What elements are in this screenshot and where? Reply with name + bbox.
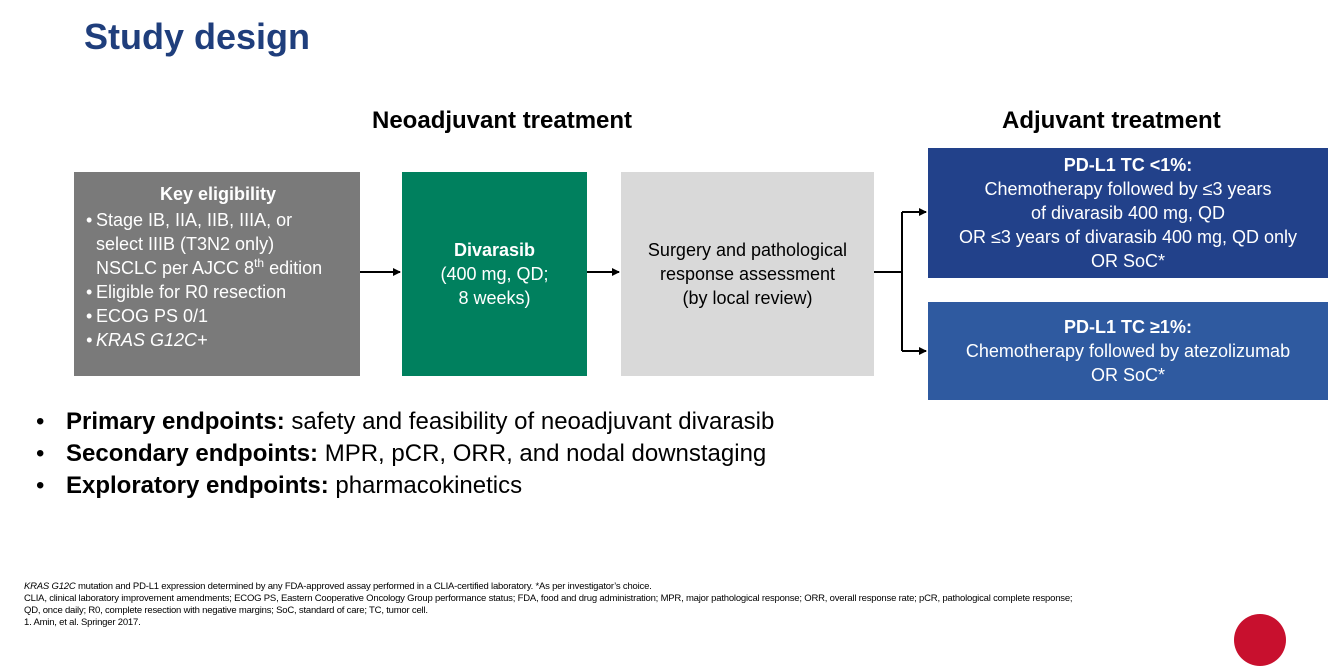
footnote-text: mutation and PD-L1 expression determined… xyxy=(75,581,652,592)
footnote-italic: KRAS G12C xyxy=(24,581,76,592)
endpoint-text: MPR, pCR, ORR, and nodal downstaging xyxy=(318,440,767,467)
endpoints-list: • Primary endpoints: safety and feasibil… xyxy=(36,406,774,502)
endpoint-label: Exploratory endpoints: xyxy=(66,472,329,499)
eligibility-item-text: edition xyxy=(264,258,323,278)
superscript-th: th xyxy=(254,256,265,270)
surgery-box: Surgery and pathological response assess… xyxy=(621,172,874,376)
drug-dose: (400 mg, QD; xyxy=(440,264,549,284)
neoadjuvant-heading: Neoadjuvant treatment xyxy=(372,107,633,134)
endpoint-exploratory: • Exploratory endpoints: pharmacokinetic… xyxy=(36,470,774,502)
endpoint-label: Secondary endpoints: xyxy=(66,440,319,467)
arm-2-line-1: Chemotherapy followed by atezolizumab xyxy=(965,341,1291,361)
endpoint-secondary: • Secondary endpoints: MPR, pCR, ORR, an… xyxy=(36,438,774,470)
eligibility-item-ecog: ECOG PS 0/1 xyxy=(86,304,350,328)
surgery-line-2: response assessment xyxy=(659,264,836,284)
divarasib-box: Divarasib (400 mg, QD; 8 weeks) xyxy=(402,172,587,376)
eligibility-box: Key eligibility Stage IB, IIA, IIB, IIIA… xyxy=(74,172,360,376)
endpoint-text: pharmacokinetics xyxy=(328,472,523,499)
flow-connectors xyxy=(360,208,927,355)
footnote-line-1: KRAS G12C mutation and PD-L1 expression … xyxy=(24,581,1254,593)
arm-1-line-3: OR ≤3 years of divarasib 400 mg, QD only xyxy=(958,227,1298,247)
arm-2-line-2: OR SoC* xyxy=(1090,365,1166,385)
footnote-line-4: 1. Amin, et al. Springer 2017. xyxy=(24,617,141,628)
arm-1-line-4: OR SoC* xyxy=(1090,251,1166,271)
eligibility-list: Stage IB, IIA, IIB, IIIA, or select IIIB… xyxy=(86,208,350,352)
eligibility-heading: Key eligibility xyxy=(159,184,277,204)
arm-1-heading: PD-L1 TC <1%: xyxy=(1063,155,1193,175)
endpoint-label: Primary endpoints: xyxy=(66,408,285,435)
drug-name: Divarasib xyxy=(453,240,536,260)
footnotes: KRAS G12C mutation and PD-L1 expression … xyxy=(24,581,1254,629)
endpoint-primary: • Primary endpoints: safety and feasibil… xyxy=(36,406,774,438)
adjuvant-arm-high-pdl1: PD-L1 TC ≥1%: Chemotherapy followed by a… xyxy=(928,302,1328,400)
footnote-line-3: QD, once daily; R0, complete resection w… xyxy=(24,605,428,616)
adjuvant-heading: Adjuvant treatment xyxy=(1002,107,1221,134)
arm-2-heading: PD-L1 TC ≥1%: xyxy=(1064,317,1192,337)
eligibility-item-r0: Eligible for R0 resection xyxy=(86,280,350,304)
brand-logo-icon xyxy=(1234,614,1286,666)
surgery-line-1: Surgery and pathological xyxy=(647,240,848,260)
arm-1-line-1: Chemotherapy followed by ≤3 years xyxy=(984,179,1272,199)
footnote-line-2: CLIA, clinical laboratory improvement am… xyxy=(24,593,1073,604)
eligibility-item-kras: KRAS G12C+ xyxy=(86,328,350,352)
endpoint-text: safety and feasibility of neoadjuvant di… xyxy=(284,408,775,435)
adjuvant-arm-low-pdl1: PD-L1 TC <1%: Chemotherapy followed by ≤… xyxy=(928,148,1328,278)
bullet: • xyxy=(36,440,45,467)
eligibility-item-text: NSCLC per AJCC 8 xyxy=(96,258,255,278)
eligibility-item-text: Stage IB, IIA, IIB, IIIA, or xyxy=(96,210,293,230)
arm-1-line-2: of divarasib 400 mg, QD xyxy=(1030,203,1226,223)
bullet: • xyxy=(36,472,45,499)
surgery-line-3: (by local review) xyxy=(682,288,813,308)
eligibility-item-stage: Stage IB, IIA, IIB, IIIA, or select IIIB… xyxy=(86,208,350,280)
bullet: • xyxy=(36,408,45,435)
eligibility-item-text: select IIIB (T3N2 only) xyxy=(96,234,275,254)
drug-duration: 8 weeks) xyxy=(458,288,531,308)
page-title: Study design xyxy=(84,16,311,57)
